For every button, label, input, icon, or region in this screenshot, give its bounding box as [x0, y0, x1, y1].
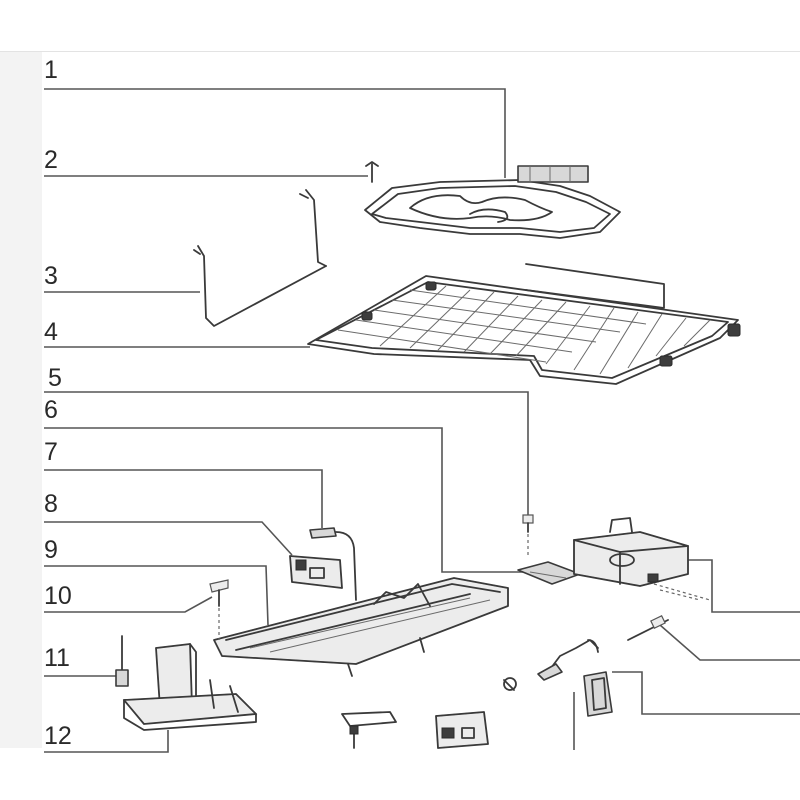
callout-11: 11 — [44, 644, 70, 672]
leader-right-a — [688, 559, 800, 613]
leader-1 — [44, 88, 506, 178]
bracket-icon — [341, 711, 397, 749]
leader-9 — [44, 565, 269, 626]
callout-4: 4 — [44, 318, 58, 346]
callout-2: 2 — [44, 146, 58, 174]
bracket-icon — [213, 577, 509, 677]
callout-10: 10 — [44, 582, 72, 610]
heating-element-icon — [364, 165, 621, 239]
leader-10 — [44, 596, 213, 613]
bracket-icon — [122, 643, 258, 731]
leader-12 — [44, 730, 169, 753]
callout-7: 7 — [44, 438, 58, 466]
bracket-icon — [309, 527, 357, 601]
top-band — [0, 0, 800, 52]
callout-5: 5 — [48, 364, 62, 392]
switch-icon — [503, 639, 613, 717]
screw-icon — [209, 579, 229, 640]
bracket-icon — [289, 555, 343, 589]
callout-12: 12 — [44, 722, 72, 750]
callout-8: 8 — [44, 490, 58, 518]
leader-right-c — [612, 671, 800, 715]
leader-8 — [44, 521, 293, 556]
leader-7 — [44, 469, 323, 528]
screw-icon — [627, 614, 669, 641]
bracket-icon — [573, 517, 711, 601]
callout-1: 1 — [44, 56, 58, 84]
wire-support-icon — [193, 189, 327, 327]
leader-6 — [44, 427, 530, 573]
left-margin-strip — [0, 52, 42, 748]
callout-9: 9 — [44, 536, 58, 564]
bracket-icon — [517, 561, 581, 585]
screw-icon — [522, 514, 534, 556]
screw-icon — [365, 161, 379, 183]
callout-6: 6 — [44, 396, 58, 424]
screw-icon — [115, 635, 129, 687]
bracket-icon — [435, 711, 489, 749]
leader-right-b — [659, 624, 800, 661]
element-terminal-block — [517, 165, 589, 183]
bottom-band — [0, 748, 800, 800]
leader-5 — [44, 391, 529, 515]
wire-rack-icon — [307, 263, 741, 385]
callout-3: 3 — [44, 262, 58, 290]
